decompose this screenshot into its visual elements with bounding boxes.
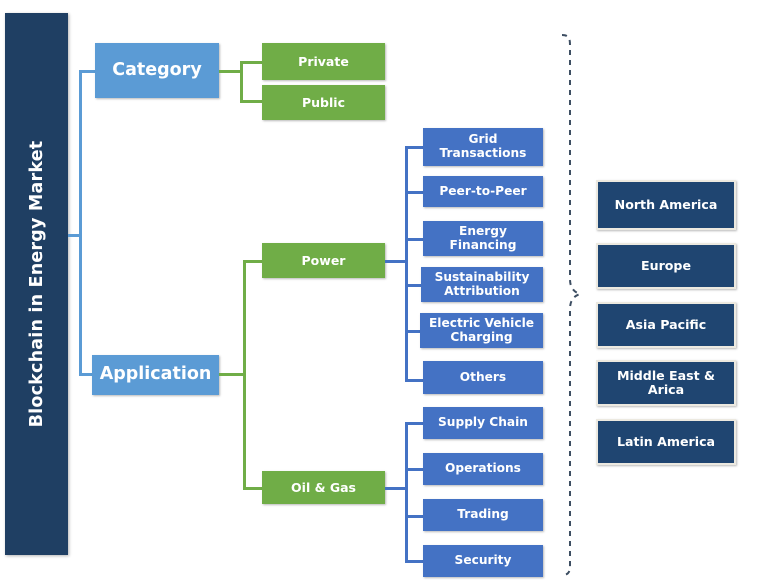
connector-to-supply-chain [405, 422, 424, 425]
node-electric-vehicle-charging[interactable]: Electric Vehicle Charging [420, 313, 543, 348]
node-region-asia-pacific-label: Asia Pacific [625, 316, 707, 332]
connector-to-public [240, 100, 264, 103]
node-category-label: Category [112, 59, 202, 80]
node-private[interactable]: Private [262, 43, 385, 80]
connector-to-peer-to-peer [405, 191, 424, 194]
node-region-north-america-label: North America [614, 196, 718, 212]
node-oil-gas-label: Oil & Gas [291, 479, 356, 495]
connector-to-ev-charging [405, 330, 424, 333]
connector-to-energy-financing [405, 238, 424, 241]
node-region-latin-america[interactable]: Latin America [596, 419, 736, 465]
node-region-europe-label: Europe [641, 257, 691, 273]
node-security-label: Security [454, 553, 512, 568]
connector-to-grid-transactions [405, 146, 424, 149]
node-region-middle-east-africa[interactable]: Middle East & Arica [596, 360, 736, 406]
node-peer-to-peer[interactable]: Peer-to-Peer [423, 176, 543, 207]
node-grid-transactions-label: Grid Transactions [439, 132, 527, 160]
node-power-label: Power [301, 252, 346, 268]
node-trading-label: Trading [457, 507, 509, 522]
node-energy-financing-label: Energy Financing [449, 223, 517, 252]
connector-to-sustainability [405, 284, 424, 287]
dashed-brace-divider [548, 32, 582, 578]
connector-category-spine [240, 61, 243, 103]
connector-power-stub [385, 260, 406, 263]
connector-to-oil-gas [243, 487, 264, 490]
node-security[interactable]: Security [423, 545, 543, 577]
node-power[interactable]: Power [262, 243, 385, 278]
node-sustainability-attribution[interactable]: Sustainability Attribution [421, 267, 543, 302]
connector-to-private [240, 61, 264, 64]
node-supply-chain-label: Supply Chain [438, 415, 528, 430]
node-category[interactable]: Category [95, 43, 219, 98]
connector-to-trading [405, 515, 424, 518]
connector-oil-gas-spine [405, 422, 408, 563]
node-operations-label: Operations [445, 461, 521, 476]
connector-to-application [79, 373, 96, 376]
node-others[interactable]: Others [423, 361, 543, 394]
node-public[interactable]: Public [262, 85, 385, 120]
node-others-label: Others [459, 369, 507, 384]
node-electric-vehicle-charging-label: Electric Vehicle Charging [428, 315, 535, 344]
connector-root-spine [79, 70, 82, 376]
node-operations[interactable]: Operations [423, 453, 543, 485]
node-sustainability-attribution-label: Sustainability Attribution [434, 269, 530, 298]
node-trading[interactable]: Trading [423, 499, 543, 531]
node-energy-financing[interactable]: Energy Financing [423, 221, 543, 256]
connector-to-power [243, 260, 264, 263]
connector-power-spine [405, 146, 408, 382]
node-region-asia-pacific[interactable]: Asia Pacific [596, 302, 736, 348]
connector-application-stub [219, 373, 244, 376]
connector-category-stub [219, 70, 241, 73]
page-title: Blockchain in Energy Market [26, 140, 47, 428]
connector-to-operations [405, 468, 424, 471]
node-application[interactable]: Application [92, 355, 219, 395]
connector-application-spine [243, 260, 246, 490]
market-title-bar: Blockchain in Energy Market [5, 13, 68, 555]
node-region-north-america[interactable]: North America [596, 180, 736, 230]
node-peer-to-peer-label: Peer-to-Peer [439, 183, 527, 198]
node-region-europe[interactable]: Europe [596, 243, 736, 289]
connector-to-others [405, 379, 424, 382]
node-grid-transactions[interactable]: Grid Transactions [423, 128, 543, 166]
connector-to-security [405, 560, 424, 563]
node-application-label: Application [99, 364, 212, 385]
node-region-middle-east-africa-label: Middle East & Arica [616, 367, 716, 397]
connector-to-category [79, 70, 96, 73]
node-supply-chain[interactable]: Supply Chain [423, 407, 543, 439]
connector-oil-gas-stub [385, 487, 406, 490]
node-private-label: Private [298, 53, 349, 69]
node-public-label: Public [302, 94, 345, 110]
node-region-latin-america-label: Latin America [616, 433, 716, 449]
connector-root-stub [68, 234, 82, 237]
node-oil-gas[interactable]: Oil & Gas [262, 471, 385, 504]
